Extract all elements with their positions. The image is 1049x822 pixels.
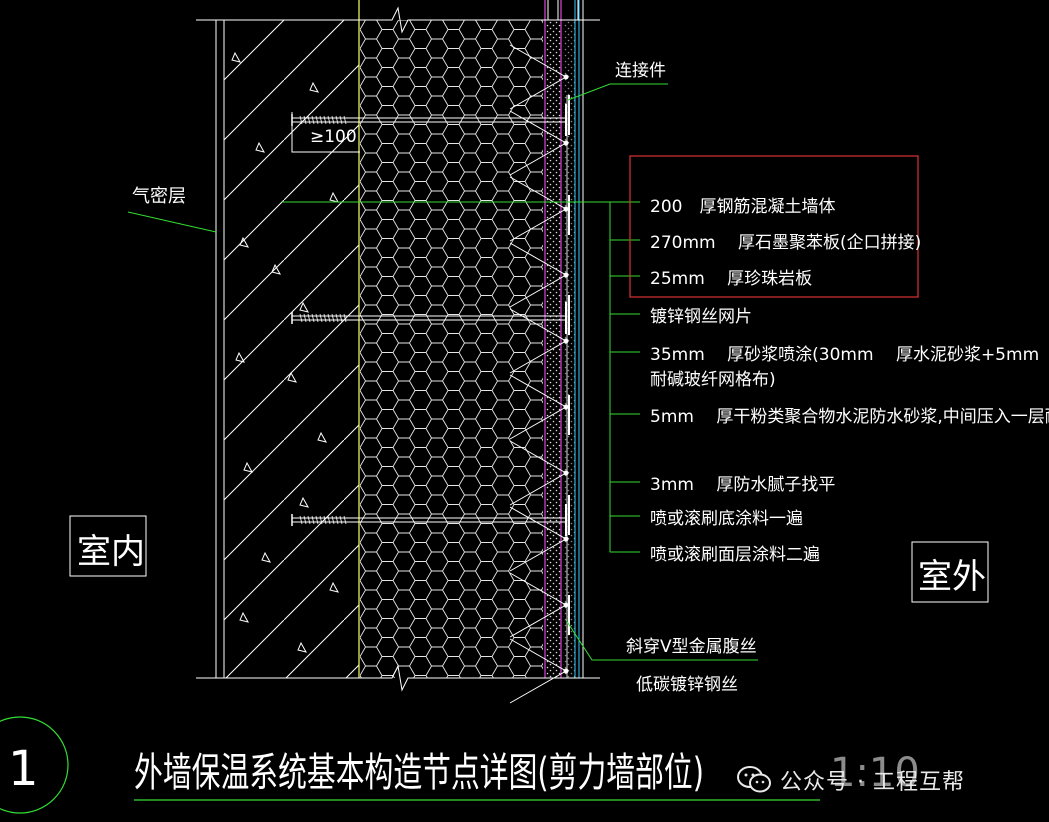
- layer-text-9: 喷或滚刷底涂料一遍: [650, 509, 803, 529]
- anchor-bolts: [291, 104, 567, 536]
- graphite-eps-board: [358, 0, 543, 678]
- aggregate-mark: [239, 236, 249, 248]
- layer-text-8: 3mm 厚防水腻子找平: [650, 475, 835, 495]
- wire-node: [563, 602, 569, 608]
- watermark: 公众号 · 工程互帮: [736, 762, 1036, 798]
- wire-node: [563, 206, 569, 212]
- detail-number: 1: [8, 741, 39, 797]
- air-barrier-label: 气密层: [132, 186, 186, 207]
- indoor-box: [69, 515, 147, 577]
- aggregate-mark: [255, 141, 265, 153]
- watermark-text: 公众号 · 工程互帮: [780, 770, 965, 795]
- detail-number-circle: [0, 716, 69, 814]
- layer-text-3: 25mm 厚珍珠岩板: [650, 269, 812, 289]
- wechat-icon: [737, 766, 771, 793]
- aggregate-mark: [299, 301, 309, 313]
- aggregate-mark: [317, 431, 327, 443]
- anchor-thread: [299, 313, 347, 323]
- layer-text-7: 5mm 厚干粉类聚合物水泥防水砂浆,中间压入一层耐碱玻纤网格: [650, 407, 1049, 427]
- concrete-wall: [215, 20, 359, 678]
- break-lines: [196, 0, 600, 692]
- wire-node: [563, 536, 569, 542]
- layer-text-1: 200 厚钢筋混凝土墙体: [650, 197, 835, 217]
- v-wire-label: 斜穿V型金属腹丝: [626, 637, 757, 657]
- aggregate-mark: [231, 51, 241, 63]
- anchor-thread: [299, 515, 347, 525]
- air-barrier-leader: [127, 211, 217, 233]
- drawing-scale: 1:10: [830, 750, 920, 796]
- outdoor-label: 室外: [918, 557, 986, 597]
- connector-leader: [567, 83, 668, 101]
- outdoor-box: [911, 541, 989, 603]
- aggregate-mark: [329, 581, 339, 593]
- dimension-marker: [291, 112, 360, 153]
- layer-text-6: 耐碱玻纤网格布): [650, 370, 776, 390]
- bottom-leaders: [565, 619, 758, 661]
- aggregate-mark: [309, 81, 319, 93]
- wire-node: [563, 668, 569, 674]
- aggregate-mark: [239, 611, 249, 623]
- aggregate-mark: [297, 641, 307, 653]
- v-wires: [509, 44, 570, 704]
- aggregate-mark: [287, 371, 297, 383]
- aggregate-mark: [261, 551, 271, 563]
- aggregate-mark: [329, 191, 339, 203]
- low-carbon-wire-label: 低碳镀锌钢丝: [636, 675, 738, 695]
- drawing-title: 外墙保温系统基本构造节点详图(剪力墙部位): [134, 750, 704, 796]
- wire-node: [563, 470, 569, 476]
- wire-node: [563, 404, 569, 410]
- wire-node: [563, 272, 569, 278]
- layer-text-4: 镀锌钢丝网片: [650, 307, 752, 327]
- aggregate-mark: [235, 351, 245, 363]
- highlight-box: [629, 155, 919, 298]
- wire-node: [563, 338, 569, 344]
- aggregate-mark: [271, 263, 281, 275]
- wire-node: [563, 74, 569, 80]
- perlite-board: [544, 0, 584, 678]
- anchor-thread: [299, 115, 347, 125]
- layer-text-10: 喷或滚刷面层涂料二遍: [650, 545, 820, 565]
- dimension-label: ≥100: [310, 127, 357, 147]
- indoor-label: 室内: [77, 532, 145, 572]
- aggregate-mark: [243, 461, 253, 473]
- wire-node: [563, 140, 569, 146]
- layer-text-2: 270mm 厚石墨聚苯板(企口拼接): [650, 233, 921, 253]
- layer-text-5: 35mm 厚砂浆喷涂(30mm 厚水泥砂浆+5mm 厚抗裂砂浆内: [650, 345, 1049, 365]
- layer-leader: [282, 201, 640, 553]
- aggregate-mark: [299, 496, 309, 508]
- connector-label: 连接件: [615, 61, 666, 81]
